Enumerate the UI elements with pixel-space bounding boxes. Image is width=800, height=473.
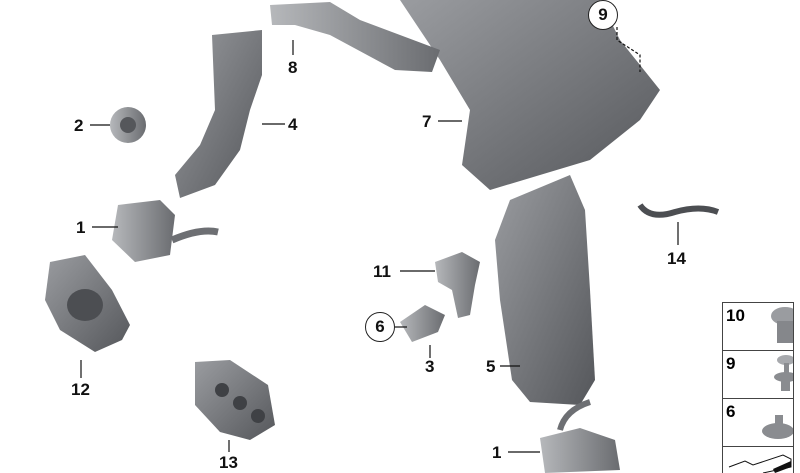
legend-item-profile bbox=[723, 447, 793, 473]
callout-8: 8 bbox=[288, 58, 298, 77]
callout-3: 3 bbox=[425, 357, 435, 376]
callout-13: 13 bbox=[219, 453, 238, 472]
callout-7: 7 bbox=[422, 112, 432, 131]
fastener-legend: 10 9 6 bbox=[722, 302, 794, 473]
legend-label: 10 bbox=[726, 306, 745, 325]
clip-nut-icon bbox=[771, 307, 793, 343]
legend-item-6: 6 bbox=[723, 399, 793, 447]
callout-9-circled: 9 bbox=[588, 0, 618, 30]
grommet-icon bbox=[762, 415, 793, 439]
wedge-profile-icon bbox=[728, 454, 792, 473]
callout-5: 5 bbox=[486, 357, 496, 376]
callout-12: 12 bbox=[71, 380, 90, 399]
callout-2: 2 bbox=[74, 116, 84, 135]
legend-item-9: 9 bbox=[723, 351, 793, 399]
part-4-air-duct bbox=[175, 30, 262, 198]
leader-lines bbox=[80, 27, 679, 453]
part-11-bracket bbox=[435, 252, 480, 318]
push-rivet-icon bbox=[774, 355, 793, 391]
part-3-holder bbox=[400, 305, 445, 342]
callout-1-left: 1 bbox=[76, 218, 86, 237]
callout-11: 11 bbox=[373, 262, 391, 281]
legend-label: 9 bbox=[726, 354, 736, 373]
callout-1-bottom: 1 bbox=[492, 443, 502, 462]
part-1-bracket-bottom bbox=[540, 428, 620, 473]
callout-14: 14 bbox=[667, 249, 686, 268]
part-8-air-duct bbox=[270, 2, 440, 72]
part-7-trim-panel bbox=[400, 0, 660, 190]
callout-4: 4 bbox=[288, 115, 298, 134]
part-5-trim-panel bbox=[495, 175, 595, 405]
part-1-bracket-left bbox=[112, 200, 175, 262]
part-14-cable bbox=[637, 203, 720, 218]
legend-label: 6 bbox=[726, 402, 736, 421]
legend-item-10: 10 bbox=[723, 303, 793, 351]
callout-6-circled: 6 bbox=[365, 312, 395, 342]
